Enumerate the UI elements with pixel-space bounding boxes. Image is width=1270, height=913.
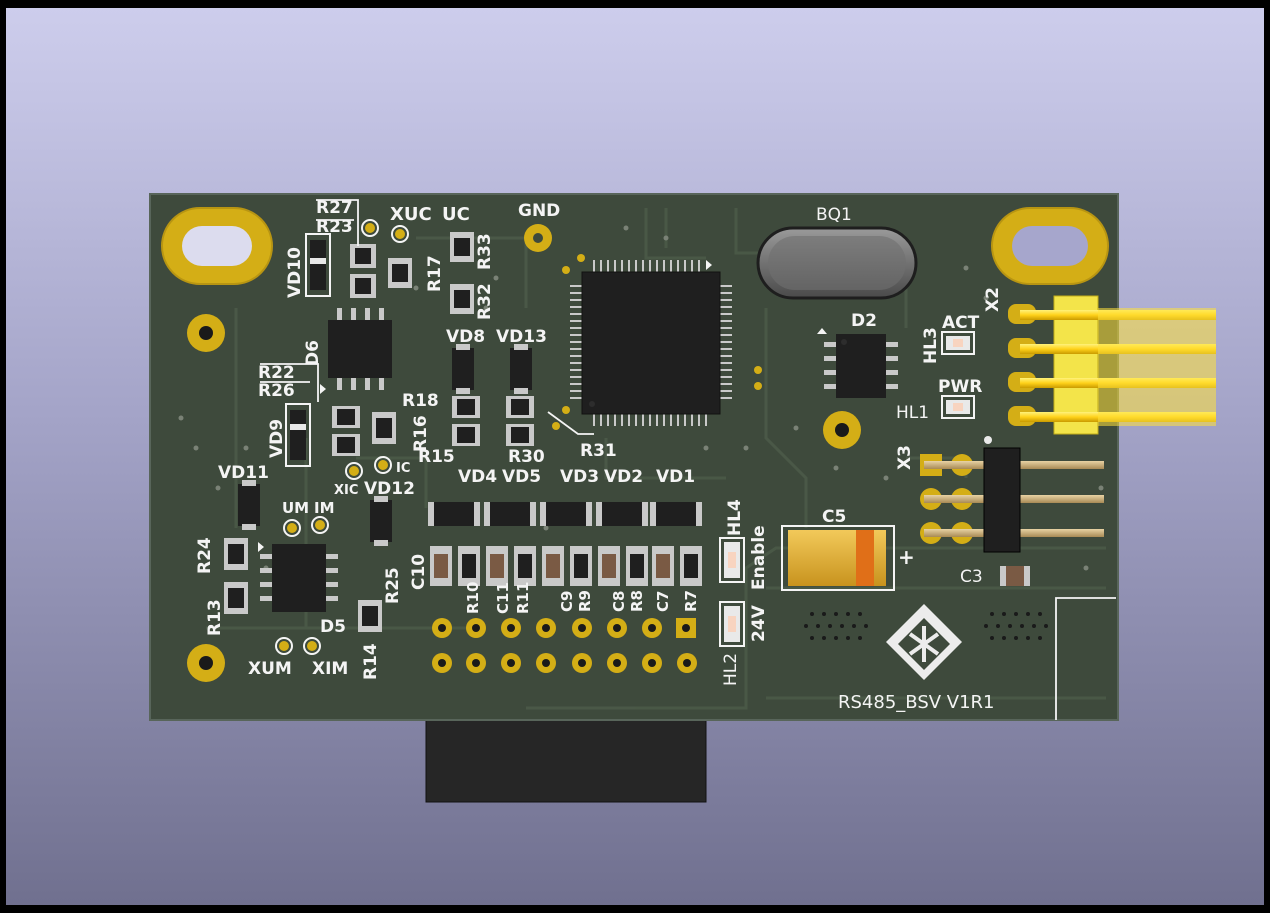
connector-x2: [1008, 295, 1216, 435]
label-24v: 24V: [749, 604, 769, 642]
label-r10: R10: [464, 582, 482, 614]
chip-d6: [320, 308, 392, 394]
led-hl2: [719, 601, 745, 647]
label-r8: R8: [628, 590, 646, 612]
label-vd12: VD12: [364, 479, 415, 499]
label-hl4: HL4: [725, 499, 745, 536]
silk-lines: [260, 199, 1116, 720]
label-xim: XIM: [312, 659, 348, 679]
label-xic: XIC: [334, 483, 358, 498]
label-vd10: VD10: [285, 247, 305, 298]
label-r23: R23: [316, 217, 353, 237]
label-pwr: PWR: [938, 377, 982, 397]
label-vd11: VD11: [218, 463, 269, 483]
label-c5: C5: [822, 507, 846, 527]
label-c11: C11: [494, 582, 512, 614]
label-uc: UC: [442, 204, 470, 225]
chip-d5: [258, 542, 338, 612]
diode-vd10: [305, 233, 331, 297]
label-d2: D2: [851, 311, 877, 331]
diode-vd9: [285, 403, 311, 467]
label-vd9: VD9: [267, 419, 287, 458]
label-gnd: GND: [518, 201, 560, 221]
mount-hole-2: [187, 644, 225, 682]
label-vd4: VD4: [458, 467, 497, 487]
led-hl1: [941, 395, 975, 419]
label-c8: C8: [610, 591, 628, 612]
label-r25: R25: [383, 567, 403, 604]
label-r15: R15: [418, 447, 455, 467]
mount-hole-3: [823, 411, 861, 449]
label-hl3: HL3: [921, 327, 941, 364]
label-vd5: VD5: [502, 467, 541, 487]
mcu-qfp64: [570, 260, 732, 426]
label-xuc: XUC: [390, 204, 432, 225]
testpoints: [275, 219, 409, 655]
label-hl1: HL1: [896, 403, 929, 423]
label-ic: IC: [396, 461, 410, 476]
label-r9: R9: [576, 590, 594, 612]
diode-row-vd: [428, 502, 702, 526]
label-um: UM: [282, 499, 309, 517]
label-hl2: HL2: [721, 653, 741, 686]
label-plus: +: [898, 545, 915, 569]
label-bq1: BQ1: [816, 205, 852, 225]
company-logo: [886, 604, 962, 680]
label-r18: R18: [402, 391, 439, 411]
label-d5: D5: [320, 617, 346, 637]
label-vd8: VD8: [446, 327, 485, 347]
label-im: IM: [314, 499, 335, 517]
led-hl3: [941, 331, 975, 355]
crystal-bq1: [756, 226, 918, 300]
capacitor-c3: [1000, 566, 1030, 586]
3d-viewport[interactable]: R27 R23 XUC UC GND BQ1 VD10 R17 R33 R32 …: [6, 8, 1264, 905]
label-r24: R24: [195, 537, 215, 574]
capacitor-c5: [781, 525, 895, 591]
label-r32: R32: [475, 283, 495, 320]
mounting-slot-right: [991, 207, 1109, 285]
label-xum: XUM: [248, 659, 292, 679]
board-name: RS485_BSV V1R1: [838, 692, 995, 713]
bottom-connector-body: [425, 711, 707, 803]
label-enable: Enable: [749, 525, 769, 590]
label-r13: R13: [205, 599, 225, 636]
label-r16: R16: [411, 415, 431, 452]
diode-vd11: [238, 480, 260, 530]
label-r17: R17: [425, 255, 445, 292]
label-d6: D6: [303, 340, 323, 366]
diode-vd8: [452, 344, 474, 394]
diode-vd12: [370, 496, 392, 546]
label-r33: R33: [475, 233, 495, 270]
label-r26: R26: [258, 381, 295, 401]
label-c9: C9: [558, 591, 576, 612]
label-x2: X2: [983, 287, 1003, 312]
label-act: ACT: [942, 313, 980, 333]
label-vd3: VD3: [560, 467, 599, 487]
chip-d2: [817, 328, 898, 398]
label-c7: C7: [654, 591, 672, 612]
label-x3: X3: [895, 445, 915, 470]
mount-hole-1: [187, 314, 225, 352]
rc-row: [430, 546, 702, 586]
perforation-dots: [804, 612, 1048, 640]
label-c10: C10: [409, 554, 429, 590]
label-vd13: VD13: [496, 327, 547, 347]
connector-x3: [920, 436, 1104, 553]
label-vd1: VD1: [656, 467, 695, 487]
gnd-testpoint: [524, 224, 552, 252]
label-r14: R14: [361, 643, 381, 680]
label-c3: C3: [960, 567, 983, 587]
label-r11: R11: [514, 582, 532, 614]
label-r30: R30: [508, 447, 545, 467]
label-r27: R27: [316, 198, 353, 218]
label-r22: R22: [258, 363, 295, 383]
diode-vd13: [510, 344, 532, 394]
label-r31: R31: [580, 441, 617, 461]
pcb-render: R27 R23 XUC UC GND BQ1 VD10 R17 R33 R32 …: [149, 193, 1216, 803]
label-vd2: VD2: [604, 467, 643, 487]
mounting-slot-left: [161, 207, 273, 285]
label-r7: R7: [682, 590, 700, 612]
led-hl4: [719, 537, 745, 583]
